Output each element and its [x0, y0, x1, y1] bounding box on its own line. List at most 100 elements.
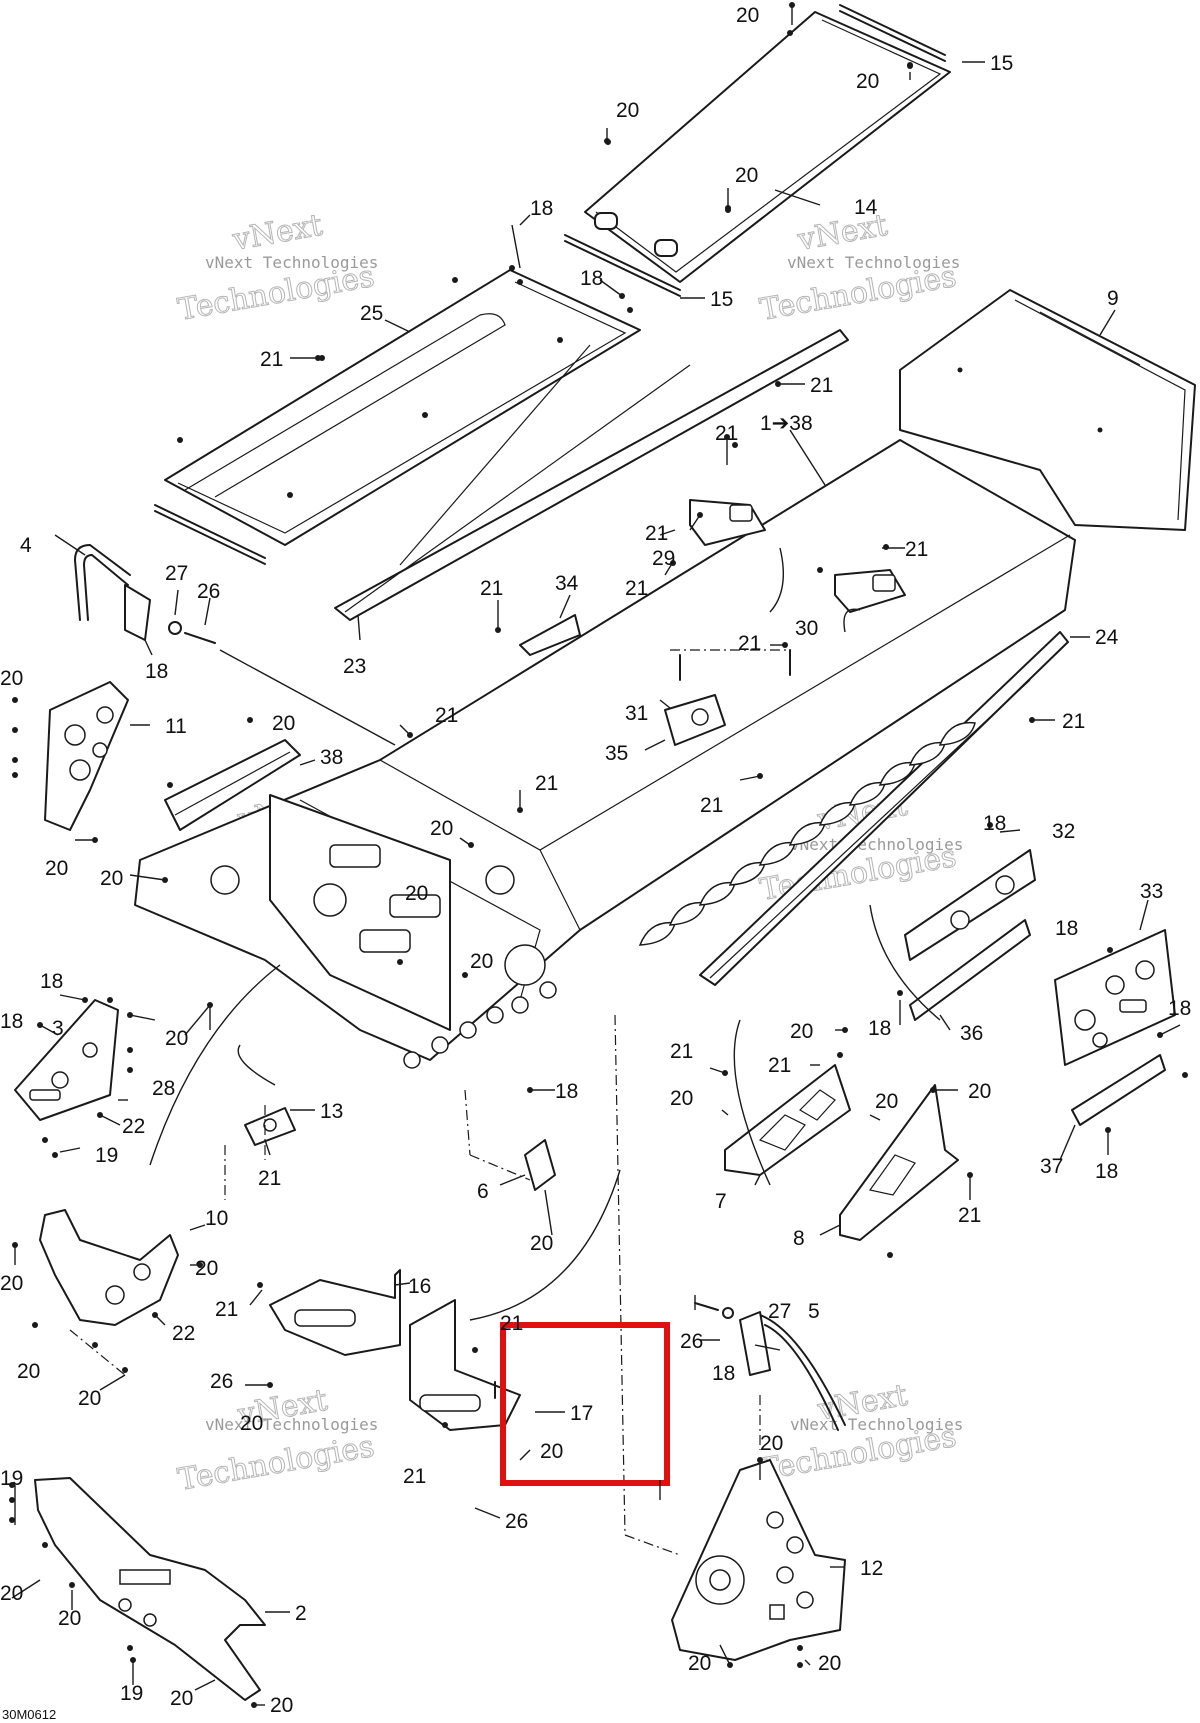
callout-20: 20: [0, 1272, 23, 1295]
callout-2: 2: [295, 1602, 307, 1625]
callout-20: 20: [616, 99, 639, 122]
part-13-bracket: [244, 1107, 296, 1146]
callout-20: 20: [540, 1440, 563, 1463]
callout-30: 30: [795, 617, 818, 640]
callout-20: 20: [45, 857, 68, 880]
callout-21: 21: [535, 772, 558, 795]
callout-20: 20: [670, 1087, 693, 1110]
callout-21: 21: [260, 348, 283, 371]
callout-18: 18: [1095, 1160, 1118, 1183]
callout-21: 21: [215, 1298, 238, 1321]
callout-36: 36: [960, 1022, 983, 1045]
callout-14: 14: [854, 196, 878, 219]
callout-26: 26: [197, 580, 220, 603]
callout-20: 20: [790, 1020, 813, 1043]
callout-21: 21: [435, 704, 458, 727]
callout-33: 33: [1140, 880, 1163, 903]
callout-20: 20: [272, 712, 295, 735]
callout-32: 32: [1052, 820, 1075, 843]
part-38-bracket: [164, 739, 301, 831]
svg-text:vNext: vNext: [229, 208, 325, 258]
callout-34: 34: [555, 572, 579, 595]
callout-20: 20: [78, 1387, 101, 1410]
callout-19: 19: [0, 1467, 23, 1490]
part-35-bracket: [664, 694, 726, 746]
callout-29: 29: [652, 547, 675, 570]
callout-12: 12: [860, 1557, 883, 1580]
part-16-bracket: [269, 1269, 401, 1356]
callout-38: 38: [320, 746, 343, 769]
callout-21: 21: [645, 522, 668, 545]
part-8-bracket: [839, 1084, 959, 1241]
part-34-bracket: [519, 614, 581, 656]
callout-26: 26: [505, 1510, 528, 1533]
part-11-side-plate: [44, 681, 129, 831]
watermark-top-left: vNext vNext Technologies Technologies: [175, 207, 379, 328]
callout-4: 4: [20, 534, 32, 557]
callout-20: 20: [270, 1694, 293, 1717]
callout-6: 6: [477, 1180, 489, 1203]
part-7-bracket: [724, 1064, 851, 1176]
svg-text:vNext Technologies: vNext Technologies: [205, 1415, 378, 1434]
callout-9: 9: [1107, 287, 1119, 310]
part-24-rail: [699, 631, 1069, 986]
callout-21: 21: [670, 1040, 693, 1063]
callout-18: 18: [868, 1017, 891, 1040]
part-3-bracket: [14, 999, 119, 1121]
callout-37: 37: [1040, 1155, 1063, 1178]
callout-18: 18: [1055, 917, 1078, 940]
callout-21: 21: [1062, 710, 1085, 733]
callout-20: 20: [818, 1652, 841, 1675]
callout-20: 20: [0, 1582, 23, 1605]
part-5-loop: [694, 1302, 846, 1431]
callout-22: 22: [122, 1115, 145, 1138]
svg-text:vNext Technologies: vNext Technologies: [205, 253, 378, 272]
callout-17: 17: [570, 1402, 593, 1425]
callout-35: 35: [605, 742, 628, 765]
part-10-bumper: [39, 1209, 179, 1326]
part-31-pins: [679, 649, 791, 681]
part-23-rail: [334, 329, 849, 621]
tunnel-cooler-slots: [638, 721, 976, 946]
part-4-handle: [74, 544, 216, 644]
callout-10: 10: [205, 1207, 228, 1230]
callout-20: 20: [736, 4, 759, 27]
callout-21: 21: [768, 1054, 791, 1077]
svg-text:vNext Technologies: vNext Technologies: [787, 253, 960, 272]
callout-21: 21: [958, 1204, 981, 1227]
callout-20: 20: [688, 1652, 711, 1675]
callout-21: 21: [480, 577, 503, 600]
callout-3: 3: [52, 1017, 64, 1040]
callout-labels: 20 15 20 20 20 14 18 18 15 25 21 21 9 1➔…: [0, 4, 1191, 1717]
callout-20: 20: [875, 1090, 898, 1113]
callout-20: 20: [0, 667, 23, 690]
callout-5: 5: [808, 1300, 820, 1323]
part-15-strips: [154, 4, 946, 565]
callout-18: 18: [983, 812, 1006, 835]
callout-19: 19: [95, 1144, 118, 1167]
callout-8: 8: [793, 1227, 805, 1250]
callout-21: 21: [810, 374, 833, 397]
part-2-bumper: [34, 1477, 266, 1701]
callout-20: 20: [856, 70, 879, 93]
callout-20: 20: [240, 1412, 263, 1435]
part-9-rear-cover: [899, 289, 1196, 531]
drawing-code: 30M0612: [2, 1707, 56, 1722]
callout-20: 20: [735, 164, 758, 187]
callout-leaders: [11, 5, 1181, 1706]
callout-20: 20: [165, 1027, 188, 1050]
watermark-bottom-left: vNext vNext Technologies Technologies: [175, 1382, 379, 1498]
watermark-bottom-right: vNext vNext Technologies Technologies: [757, 1377, 964, 1488]
callout-15: 15: [710, 288, 733, 311]
watermark-top-right: vNext vNext Technologies Technologies: [757, 207, 961, 328]
callout-22: 22: [172, 1322, 195, 1345]
part-32-bracket: [904, 849, 1036, 961]
callout-21: 21: [625, 577, 648, 600]
callout-18: 18: [555, 1080, 578, 1103]
callout-20: 20: [405, 882, 428, 905]
callout-18: 18: [530, 197, 553, 220]
callout-18: 18: [1168, 997, 1191, 1020]
callout-21: 21: [905, 538, 928, 561]
callout-18: 18: [40, 970, 63, 993]
callout-20: 20: [470, 950, 493, 973]
